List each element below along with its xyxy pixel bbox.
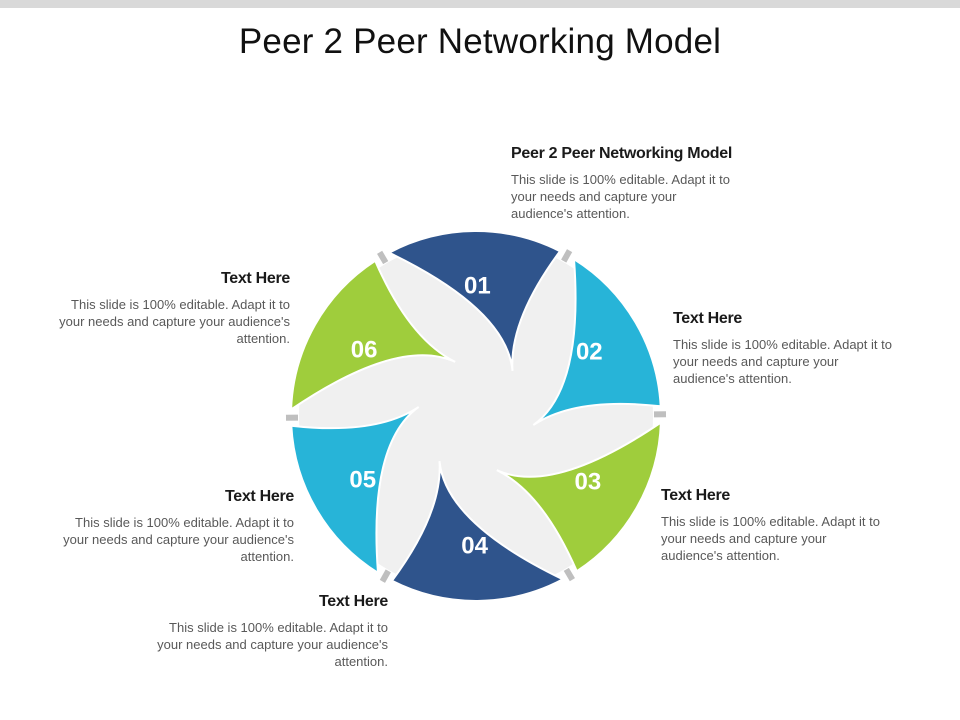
connectors bbox=[285, 249, 667, 583]
connector-tick bbox=[563, 567, 575, 582]
text-block-06: Text Here This slide is 100% editable. A… bbox=[56, 270, 290, 347]
segment-number-02: 02 bbox=[576, 339, 603, 366]
text-block-body: This slide is 100% editable. Adapt it to… bbox=[661, 514, 880, 563]
text-block-body: This slide is 100% editable. Adapt it to… bbox=[59, 297, 290, 346]
segment-03 bbox=[496, 420, 662, 573]
segment-number-04: 04 bbox=[461, 533, 488, 560]
page-title: Peer 2 Peer Networking Model bbox=[238, 22, 722, 61]
top-bar bbox=[0, 0, 960, 8]
segment-02 bbox=[532, 257, 662, 426]
text-block-body: This slide is 100% editable. Adapt it to… bbox=[673, 337, 892, 386]
text-block-heading: Text Here bbox=[673, 310, 743, 327]
text-block-heading: Text Here bbox=[220, 270, 290, 287]
connector-tick bbox=[561, 249, 573, 263]
connector-tick bbox=[377, 250, 389, 265]
text-block-heading: Text Here bbox=[661, 487, 731, 504]
text-block-body: This slide is 100% editable. Adapt it to… bbox=[63, 515, 294, 564]
connector-tick bbox=[379, 569, 391, 583]
text-block-01: Peer 2 Peer Networking Model This slide … bbox=[511, 145, 801, 222]
segment-number-05: 05 bbox=[349, 466, 376, 493]
text-block-heading: Text Here bbox=[224, 488, 294, 505]
text-block-body: This slide is 100% editable. Adapt it to… bbox=[511, 172, 730, 221]
text-block-heading: Text Here bbox=[318, 593, 388, 610]
segment-06 bbox=[290, 259, 456, 412]
segment-number-03: 03 bbox=[575, 469, 602, 496]
text-block-05: Text Here This slide is 100% editable. A… bbox=[60, 488, 294, 565]
segment-01 bbox=[386, 230, 562, 371]
text-block-02: Text Here This slide is 100% editable. A… bbox=[673, 310, 903, 387]
segment-04 bbox=[390, 461, 566, 602]
text-block-04: Text Here This slide is 100% editable. A… bbox=[152, 593, 388, 670]
text-block-body: This slide is 100% editable. Adapt it to… bbox=[157, 620, 388, 669]
text-block-heading: Peer 2 Peer Networking Model bbox=[511, 145, 733, 162]
segment-number-01: 01 bbox=[464, 273, 491, 300]
text-block-03: Text Here This slide is 100% editable. A… bbox=[661, 487, 891, 564]
segment-number-06: 06 bbox=[351, 336, 378, 363]
segments: 01 02 03 04 05 06 bbox=[290, 230, 662, 602]
segment-05 bbox=[290, 406, 420, 575]
